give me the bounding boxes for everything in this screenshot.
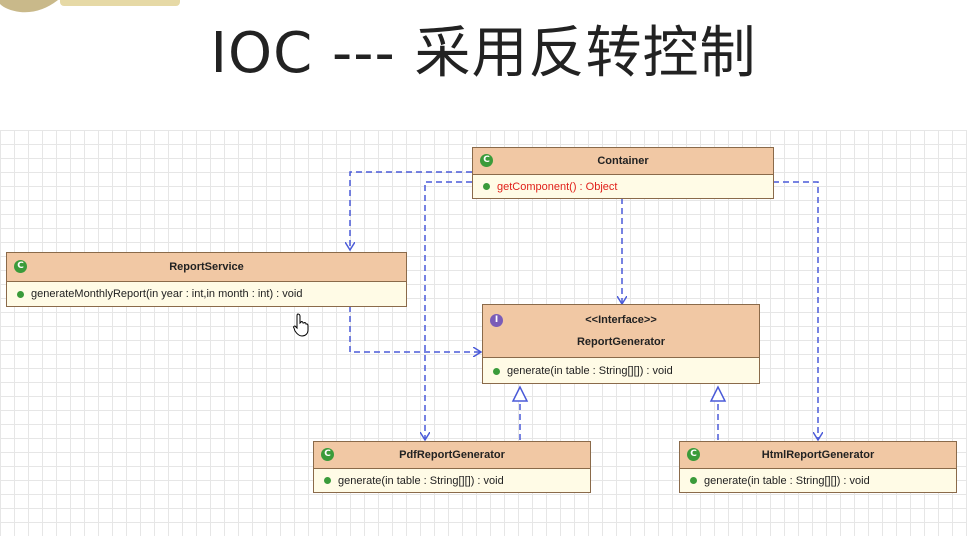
class-container-methods: getComponent() : Object (473, 175, 773, 199)
public-method-icon (690, 477, 697, 484)
stereotype-label: <<Interface>> (585, 314, 657, 326)
class-icon: C (480, 154, 493, 167)
link-service-to-interface (349, 306, 481, 352)
class-pdf-report-generator-header: C PdfReportGenerator (314, 442, 590, 469)
public-method-icon (483, 183, 490, 190)
logo-banner (60, 0, 180, 6)
class-name: Container (597, 155, 649, 167)
public-method-icon (493, 368, 500, 375)
class-pdf-report-generator-methods: generate(in table : String[][]) : void (314, 469, 590, 493)
realize-pdf-head (511, 385, 529, 402)
class-report-service-header: C ReportService (7, 253, 406, 282)
realize-html-head (709, 385, 727, 402)
class-pdf-report-generator[interactable]: C PdfReportGenerator generate(in table :… (313, 441, 591, 493)
class-icon: C (321, 448, 334, 461)
link-container-to-pdf (425, 181, 472, 440)
class-html-report-generator[interactable]: C HtmlReportGenerator generate(in table … (679, 441, 957, 493)
method-signature: generate(in table : String[][]) : void (507, 365, 673, 377)
class-report-service[interactable]: C ReportService generateMonthlyReport(in… (6, 252, 407, 307)
link-container-to-html (773, 181, 818, 440)
public-method-icon (324, 477, 331, 484)
interface-report-generator-header: I <<Interface>> ReportGenerator (483, 305, 759, 358)
method-signature: generateMonthlyReport(in year : int,in m… (31, 288, 303, 300)
page-title: IOC --- 采用反转控制 (210, 21, 757, 86)
hand-cursor-icon (293, 313, 309, 337)
class-name: ReportService (169, 261, 244, 273)
class-name: HtmlReportGenerator (761, 449, 875, 461)
interface-report-generator[interactable]: I <<Interface>> ReportGenerator generate… (482, 304, 760, 384)
class-container[interactable]: C Container getComponent() : Object (472, 147, 774, 199)
method-signature: generate(in table : String[][]) : void (338, 475, 504, 487)
interface-report-generator-methods: generate(in table : String[][]) : void (483, 358, 759, 384)
class-icon: C (14, 260, 27, 273)
logo (0, 0, 58, 13)
class-name: PdfReportGenerator (399, 449, 505, 461)
link-container-to-service (350, 171, 472, 250)
class-html-report-generator-methods: generate(in table : String[][]) : void (680, 469, 956, 493)
interface-icon: I (490, 314, 503, 327)
class-report-service-methods: generateMonthlyReport(in year : int,in m… (7, 282, 406, 307)
public-method-icon (17, 291, 24, 298)
class-html-report-generator-header: C HtmlReportGenerator (680, 442, 956, 469)
method-signature: getComponent() : Object (497, 181, 618, 193)
method-signature: generate(in table : String[][]) : void (704, 475, 870, 487)
class-name: ReportGenerator (576, 336, 666, 348)
class-container-header: C Container (473, 148, 773, 175)
class-icon: C (687, 448, 700, 461)
